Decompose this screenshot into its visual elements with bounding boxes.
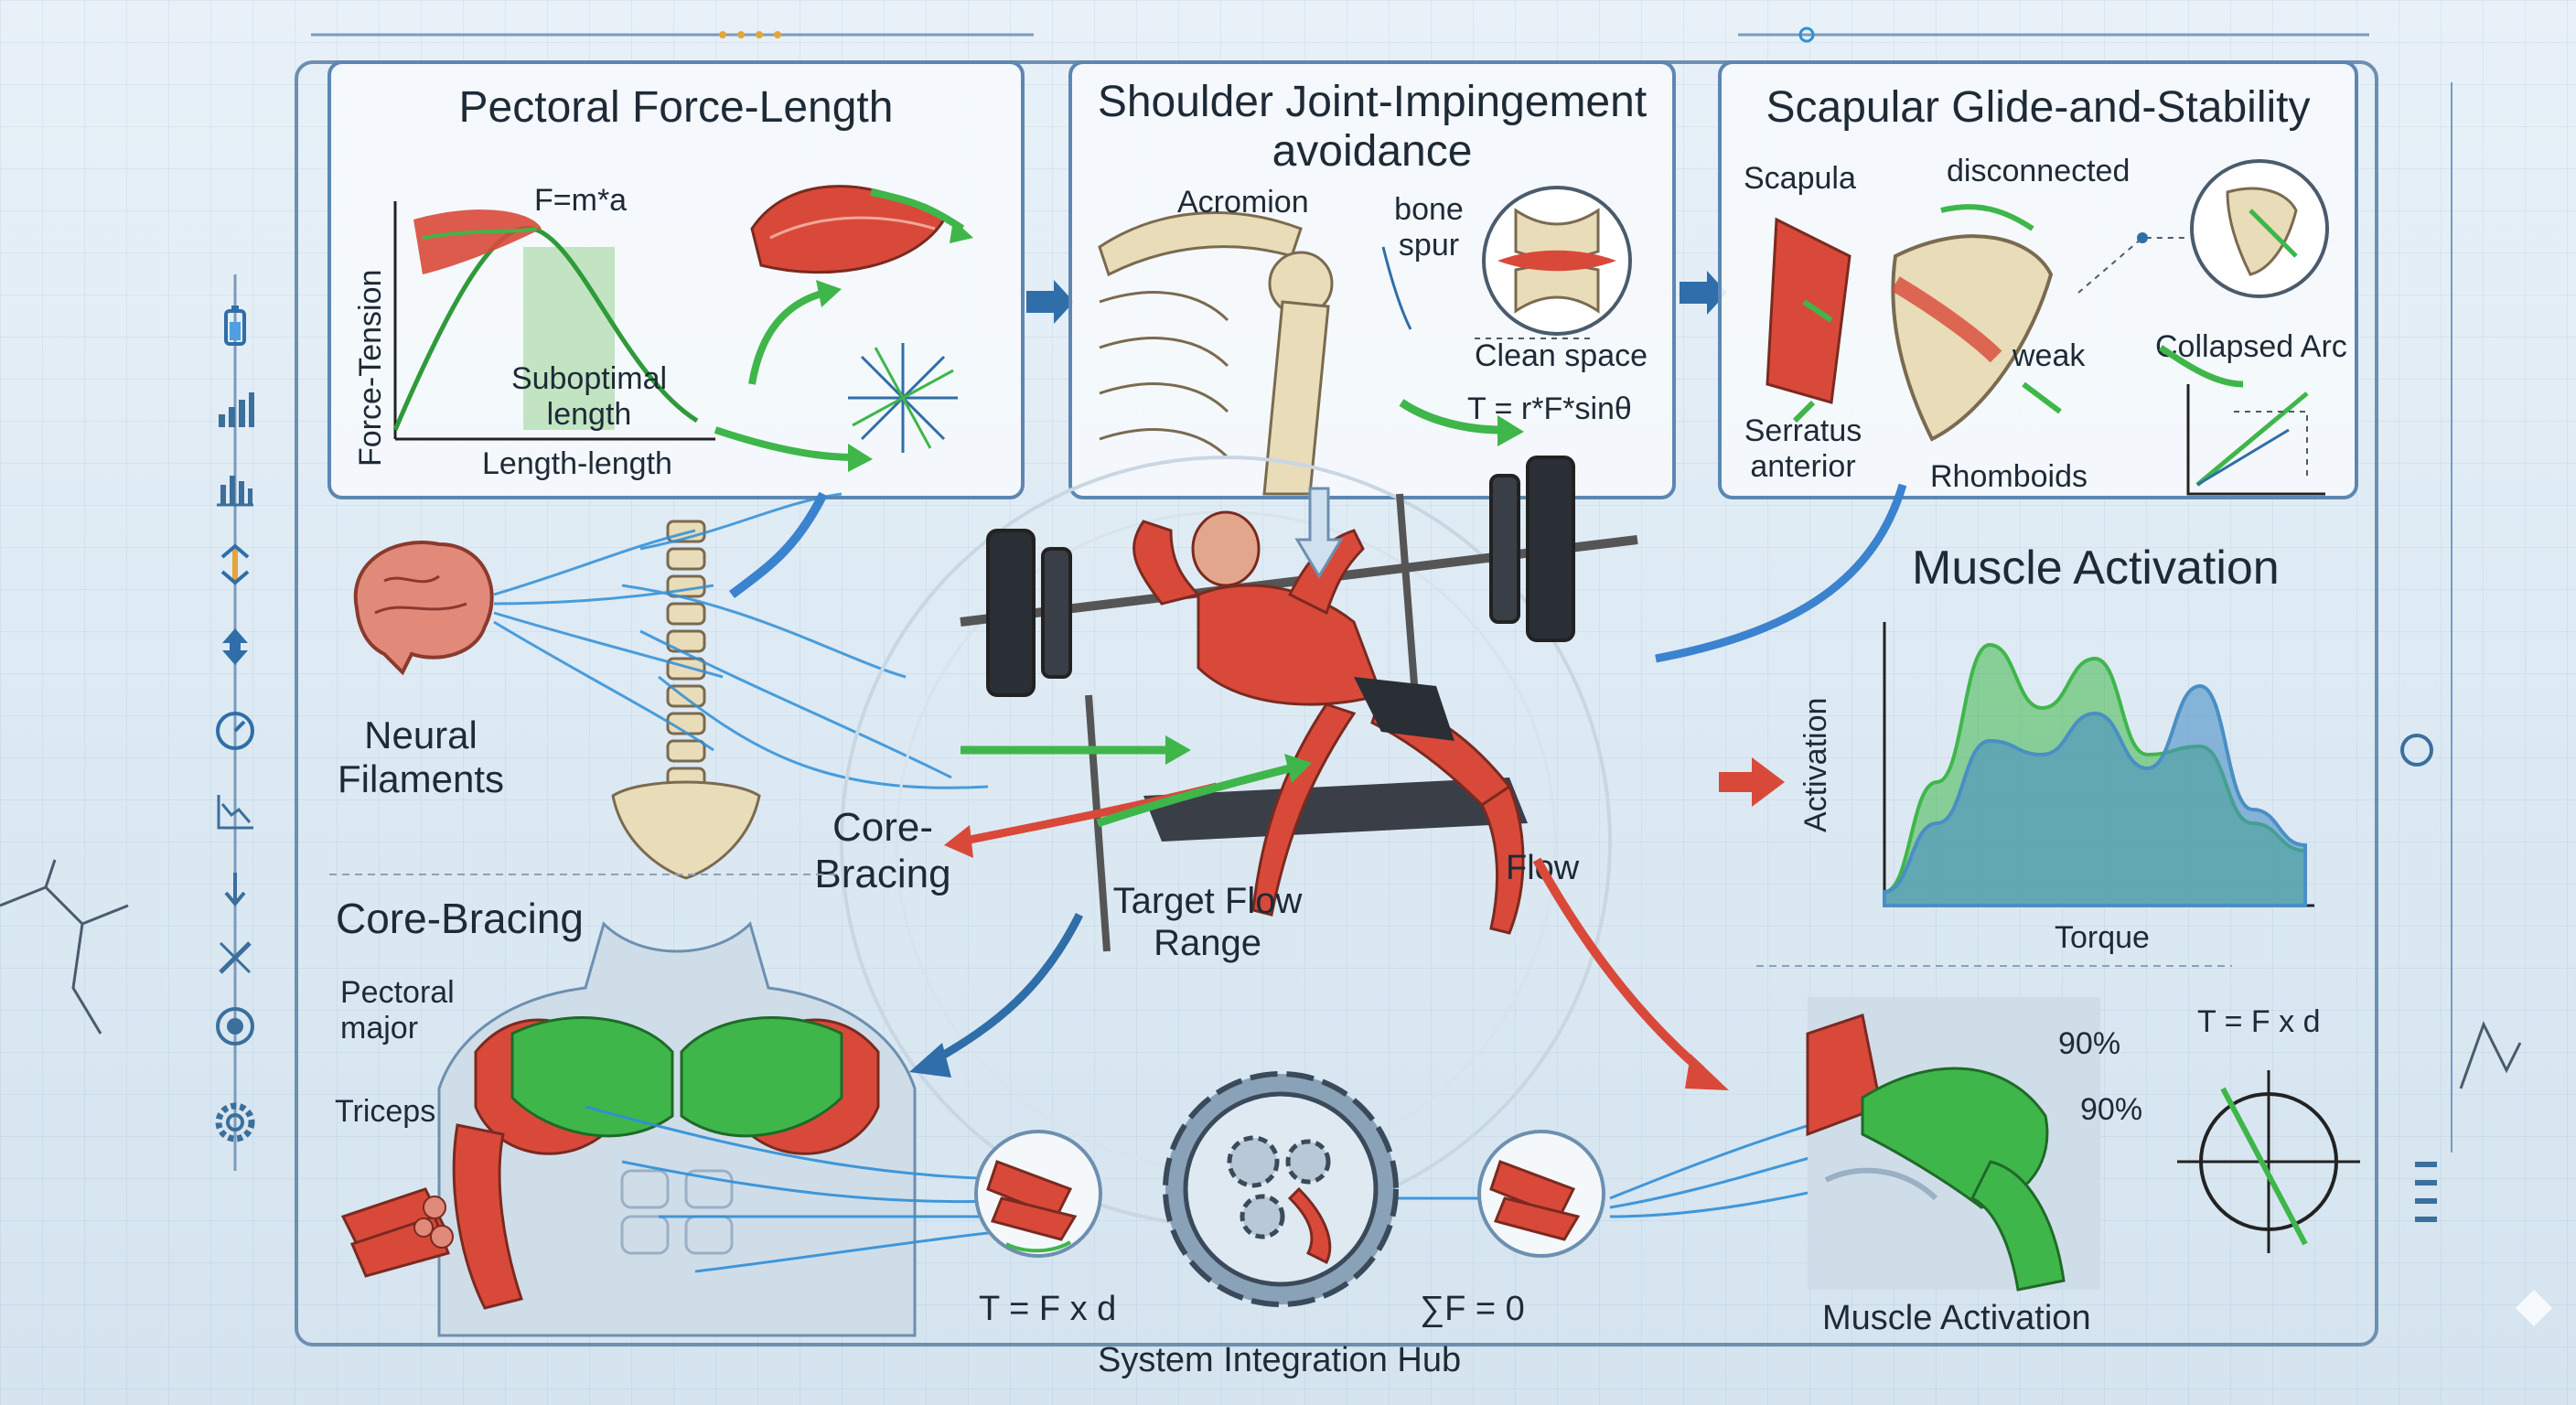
- triceps-label: Triceps: [335, 1094, 436, 1129]
- section-dividers: [329, 874, 842, 875]
- scapula-illustration: [1766, 204, 2062, 442]
- panel-title-line1: Shoulder Joint-Impingement: [1097, 78, 1648, 126]
- bottom-right-equation: T = F x d: [2197, 1004, 2321, 1039]
- acromion-label: Acromion: [1177, 185, 1309, 220]
- flow-arrows: [909, 912, 1084, 1078]
- gauge-icon[interactable]: [210, 706, 260, 756]
- torque-equation: T = r*F*sinθ: [1467, 391, 1632, 426]
- blue-flow-to-chart: [1655, 483, 1907, 663]
- tools-icon[interactable]: [210, 933, 260, 982]
- fiber-bundle-hub-right: [1477, 1130, 1605, 1258]
- system-integration-hub-label: System Integration Hub: [1098, 1341, 1462, 1379]
- shoulder-impingement-panel: Shoulder Joint-Impingement avoidance Acr…: [1068, 60, 1676, 499]
- force-length-graph: [392, 201, 715, 441]
- core-bracing-center-label: Core-Bracing: [814, 805, 951, 896]
- force-vector-star: [848, 343, 958, 453]
- equation-fma: F=m*a: [534, 183, 628, 218]
- integration-hub-gear: [1163, 1071, 1399, 1307]
- panel-title: Scapular Glide-and-Stability: [1766, 83, 2311, 132]
- weak-label: weak: [2012, 338, 2086, 373]
- down-arrow-connector: [1294, 487, 1344, 579]
- clean-space-label: Clean space: [1475, 338, 1648, 373]
- collapsed-arc-graph: [2186, 384, 2325, 496]
- y-axis-label: Force-Tension: [353, 269, 388, 467]
- rhomboids-label: Rhomboids: [1930, 459, 2088, 494]
- activation-y-label: Activation: [1798, 697, 1833, 832]
- shoulder-bones-illustration: [1098, 211, 1334, 496]
- muscle-fiber-bundle-left: [340, 1187, 454, 1278]
- collapsed-arc-label: Collapsed Arc: [2155, 329, 2347, 364]
- scapula-label: Scapula: [1744, 161, 1856, 196]
- activation-chart-title: Muscle Activation: [1912, 542, 2280, 595]
- activation-chart: [1883, 622, 2314, 907]
- panel-title: Pectoral Force-Length: [458, 83, 894, 132]
- pectoral-green-arrows: [714, 280, 873, 472]
- disconnected-label: disconnected: [1947, 154, 2131, 188]
- hub-equation-left: T = F x d: [979, 1290, 1117, 1328]
- serratus-anterior-label: Serratus anterior: [1744, 413, 1862, 485]
- top-decoration: [311, 27, 2369, 43]
- right-divider: [1756, 965, 2232, 967]
- bench-press-illustration: [960, 456, 1638, 952]
- pectoral-force-length-panel: Pectoral Force-Length Force-Tension Leng…: [327, 60, 1025, 499]
- histogram-icon[interactable]: [210, 462, 260, 511]
- split-arrow-icon[interactable]: [210, 540, 260, 589]
- fiber-bundle-hub-left: [974, 1130, 1102, 1258]
- trend-chart-icon[interactable]: [210, 787, 260, 836]
- core-bracing-title: Core-Bracing: [336, 895, 584, 942]
- arrow-panel2-to-panel3: [1680, 271, 1727, 315]
- bar-chart-icon[interactable]: [210, 384, 260, 434]
- shoulder-activation-illustration: [1806, 997, 2100, 1292]
- joint-zoom-circle: [1482, 186, 1632, 336]
- x-axis-label: Length-length: [482, 446, 672, 481]
- target-icon[interactable]: [210, 1002, 260, 1051]
- muscle-activation-bottom-label: Muscle Activation: [1822, 1299, 2091, 1337]
- shoulder-arrows: [1381, 246, 1594, 446]
- torque-crosshair: [2177, 1070, 2360, 1253]
- red-right-arrow: [1719, 757, 1785, 807]
- red-flow-arrow: [1532, 857, 1729, 1090]
- left-cracks: [0, 859, 129, 1035]
- neural-filaments-label: Neural Filaments: [337, 713, 505, 801]
- percent-top-label: 90%: [2058, 1026, 2121, 1061]
- settings-icon[interactable]: [210, 1098, 260, 1147]
- arrow-panel1-to-panel2: [1026, 280, 1074, 324]
- down-arrow-icon[interactable]: [210, 864, 260, 914]
- scapula-zoom-circle: [2190, 159, 2329, 298]
- pectoral-major-label: Pectoral major: [340, 975, 455, 1046]
- activation-series-1: [1883, 683, 2307, 907]
- percent-bottom-label: 90%: [2080, 1092, 2143, 1127]
- bone-spur-label: bone spur: [1394, 192, 1464, 263]
- dotted-connector: [2077, 232, 2244, 388]
- activation-x-label: Torque: [2055, 920, 2150, 955]
- up-down-arrow-icon[interactable]: [210, 622, 260, 671]
- neural-filament-lines: [493, 491, 989, 789]
- brain-illustration: [353, 541, 494, 676]
- hub-equation-right: ∑F = 0: [1420, 1290, 1525, 1328]
- muscle-illustration: [750, 185, 973, 274]
- scapular-stability-panel: Scapular Glide-and-Stability Scapula dis…: [1718, 60, 2358, 499]
- suboptimal-length-label: Suboptimal length: [510, 361, 668, 433]
- target-flow-range-label: Target Flow Range: [1112, 881, 1303, 963]
- battery-icon[interactable]: [210, 302, 260, 351]
- center-arrows: [944, 735, 1312, 858]
- right-decoration: [2400, 82, 2552, 1326]
- panel-title-line2: avoidance: [1272, 127, 1473, 176]
